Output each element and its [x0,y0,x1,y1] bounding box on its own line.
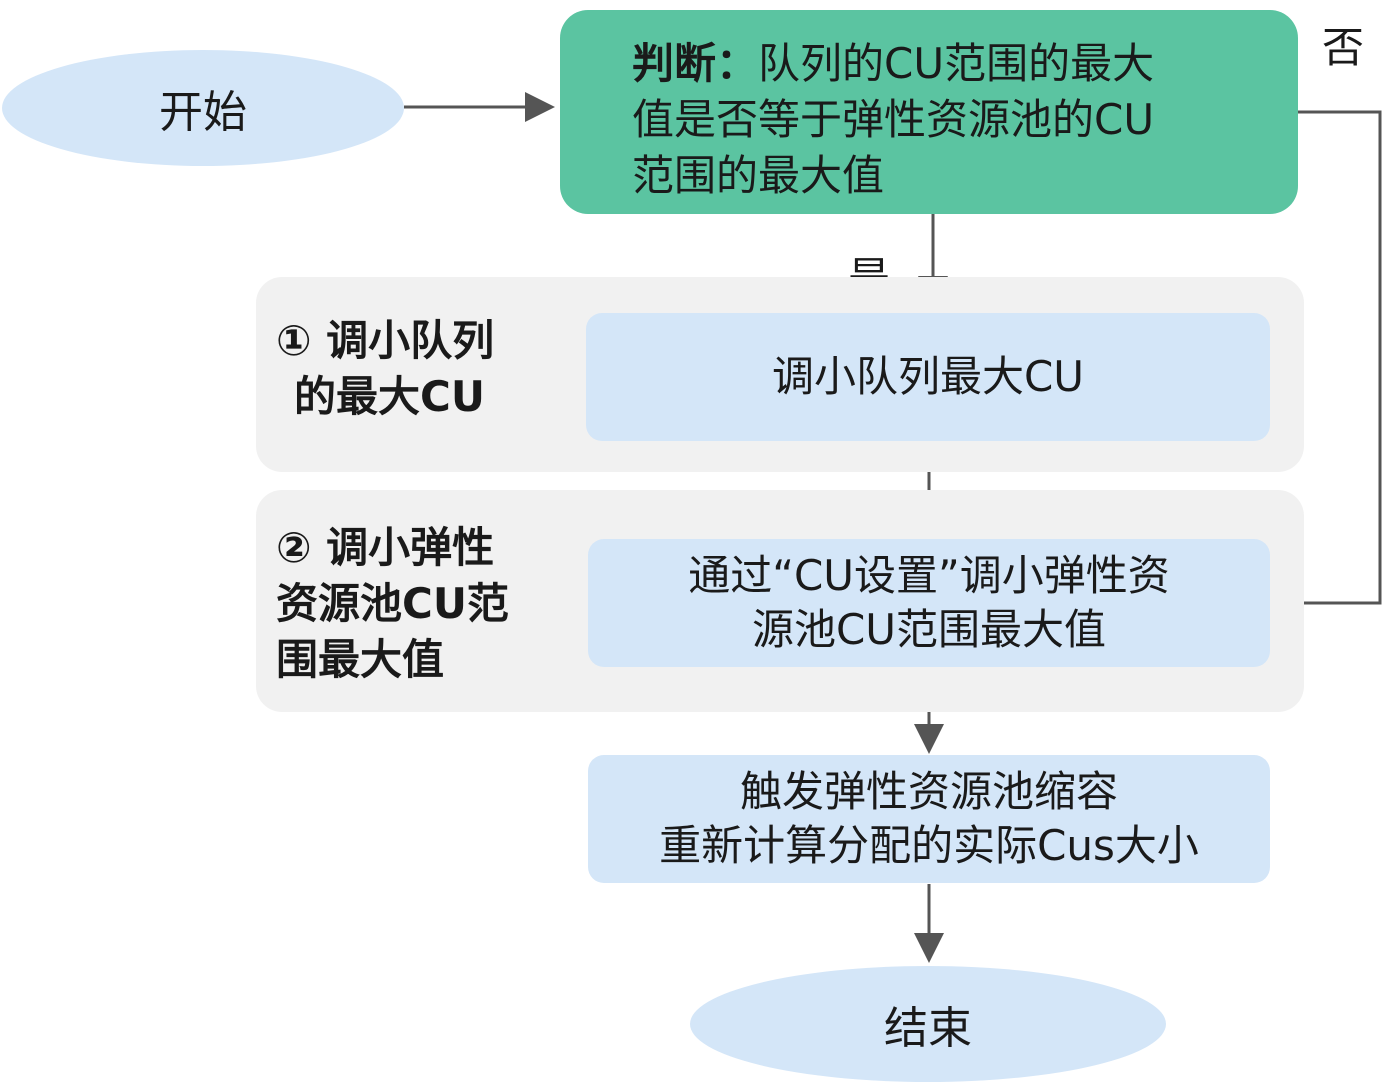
decision-text-1: 队列的CU范围的最大 [758,39,1155,88]
decision-line-1: 判断：队列的CU范围的最大 [632,36,1258,92]
step1-action-text: 调小队列最大CU [771,352,1085,401]
decision-lead: 判断： [632,39,759,88]
result-box: 触发弹性资源池缩容 重新计算分配的实际Cus大小 [588,755,1270,883]
step2-label-line-1: ② 调小弹性 [276,523,495,572]
step1-label: ① 调小队列 的最大CU [276,313,494,425]
step1-label-line-2: 的最大CU [294,372,485,421]
arrow-decision-no-to-step2 [1271,110,1382,618]
step2-action-line-2: 源池CU范围最大值 [751,605,1107,654]
step2-action-line-1: 通过“CU设置”调小弹性资 [688,551,1170,600]
result-line-1: 触发弹性资源池缩容 [739,767,1118,816]
decision-node: 判断：队列的CU范围的最大 值是否等于弹性资源池的CU 范围的最大值 [560,10,1298,214]
end-label: 结束 [884,1003,972,1054]
step2-label-line-3: 围最大值 [276,635,445,684]
end-node: 结束 [690,966,1166,1082]
step2-label: ② 调小弹性 资源池CU范 围最大值 [276,520,509,688]
step2-action-box: 通过“CU设置”调小弹性资 源池CU范围最大值 [588,539,1270,667]
start-label: 开始 [159,87,247,138]
step2-label-line-2: 资源池CU范 [276,579,509,628]
result-line-2: 重新计算分配的实际Cus大小 [659,821,1199,870]
decision-text-2: 值是否等于弹性资源池的CU [632,95,1155,144]
step1-action-box: 调小队列最大CU [586,313,1270,441]
branch-no-label: 否 [1322,23,1365,72]
start-node: 开始 [2,50,404,166]
step1-label-line-1: ① 调小队列 [276,316,495,365]
decision-text-3: 范围的最大值 [632,151,885,200]
